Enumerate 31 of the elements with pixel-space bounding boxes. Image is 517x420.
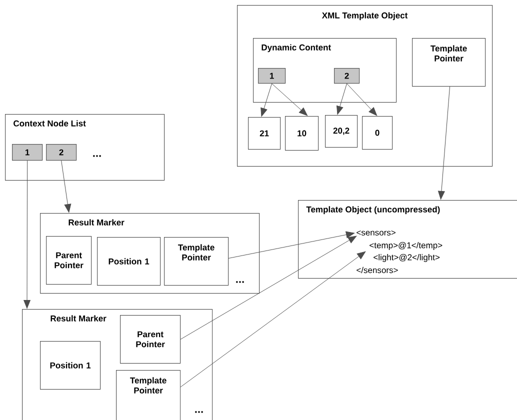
field-box: 2 xyxy=(46,144,77,161)
xml-line: <temp>@1</temp> xyxy=(370,242,442,250)
field-box: 10 xyxy=(285,116,319,151)
field-box: Parent Pointer xyxy=(120,315,181,364)
arrow xyxy=(346,83,378,116)
xml-line: <light>@2</light> xyxy=(374,254,440,262)
field-box: 21 xyxy=(248,117,281,150)
arrow xyxy=(260,83,272,117)
xml-line: </sensors> xyxy=(356,266,398,274)
arrow xyxy=(61,160,72,213)
field-box: 1 xyxy=(258,68,286,84)
arrow xyxy=(180,236,357,340)
field-box: Position 1 xyxy=(40,341,101,390)
arrow xyxy=(24,160,30,309)
ellipsis: ... xyxy=(195,411,203,413)
arrow xyxy=(438,86,450,200)
arrow xyxy=(228,231,355,259)
xml-line: <sensors> xyxy=(356,230,396,236)
arrow xyxy=(336,83,348,115)
field-box: Template Pointer xyxy=(412,38,486,87)
arrow xyxy=(180,251,366,388)
arrow xyxy=(272,83,308,116)
ellipsis: ... xyxy=(93,155,101,157)
field-box: 2 xyxy=(334,68,360,84)
field-box: 20,2 xyxy=(325,115,358,148)
field-box: Parent Pointer xyxy=(46,236,92,285)
field-box: 0 xyxy=(362,116,393,150)
field-box: 1 xyxy=(12,144,43,161)
field-box: Position 1 xyxy=(97,236,161,286)
field-box: Template Pointer xyxy=(164,236,229,286)
field-box: Template Pointer xyxy=(116,370,181,420)
